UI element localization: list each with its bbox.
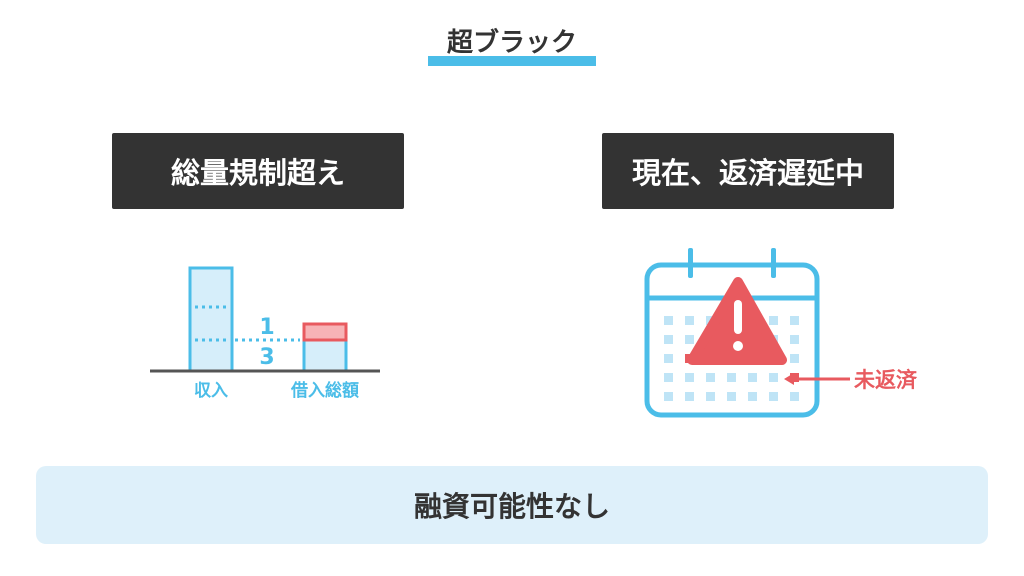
arrow-left-icon — [784, 373, 850, 385]
excess-borrowing-bar — [302, 322, 348, 342]
label-income: 収入 — [194, 381, 228, 401]
calendar-day-cell — [664, 373, 673, 382]
income-bar — [188, 266, 234, 373]
calendar-day-cell — [790, 316, 799, 325]
warning-triangle-icon — [687, 277, 787, 365]
calendar-day-cell — [664, 335, 673, 344]
calendar-day-cell — [685, 316, 694, 325]
calendar-day-cell — [664, 354, 673, 363]
calendar-day-cell — [769, 373, 778, 382]
calendar-day-cell — [790, 354, 799, 363]
calendar-day-cell — [727, 392, 736, 401]
calendar-day-cell — [664, 316, 673, 325]
heading-payment-delay: 現在、返済遅延中 — [602, 133, 894, 209]
title-underline — [428, 56, 596, 66]
unpaid-label: 未返済 — [854, 368, 918, 392]
calendar-day-cell — [706, 392, 715, 401]
page-title: 超ブラック — [446, 28, 577, 58]
borrowing-bar — [302, 338, 348, 373]
calendar-day-cell — [790, 335, 799, 344]
calendar-day-cell — [790, 392, 799, 401]
calendar-day-cell — [706, 373, 715, 382]
calendar-day-cell — [685, 392, 694, 401]
calendar-day-cell — [685, 335, 694, 344]
calendar-warning-illustration: 未返済 — [644, 248, 918, 418]
calendar-day-cell — [769, 392, 778, 401]
calendar-day-cell — [748, 392, 757, 401]
calendar-day-cell — [748, 373, 757, 382]
label-borrowing: 借入総額 — [290, 380, 359, 401]
calendar-day-cell — [769, 316, 778, 325]
fraction-numerator: 1 — [259, 315, 274, 340]
calendar-day-cell — [685, 373, 694, 382]
calendar-day-cell — [664, 392, 673, 401]
conclusion-banner: 融資可能性なし — [36, 466, 988, 544]
total-regulation-illustration: 1 3 収入 借入総額 — [150, 266, 380, 401]
calendar-day-cell — [727, 373, 736, 382]
fraction-denominator: 3 — [259, 345, 274, 370]
heading-total-regulation: 総量規制超え — [112, 133, 404, 209]
